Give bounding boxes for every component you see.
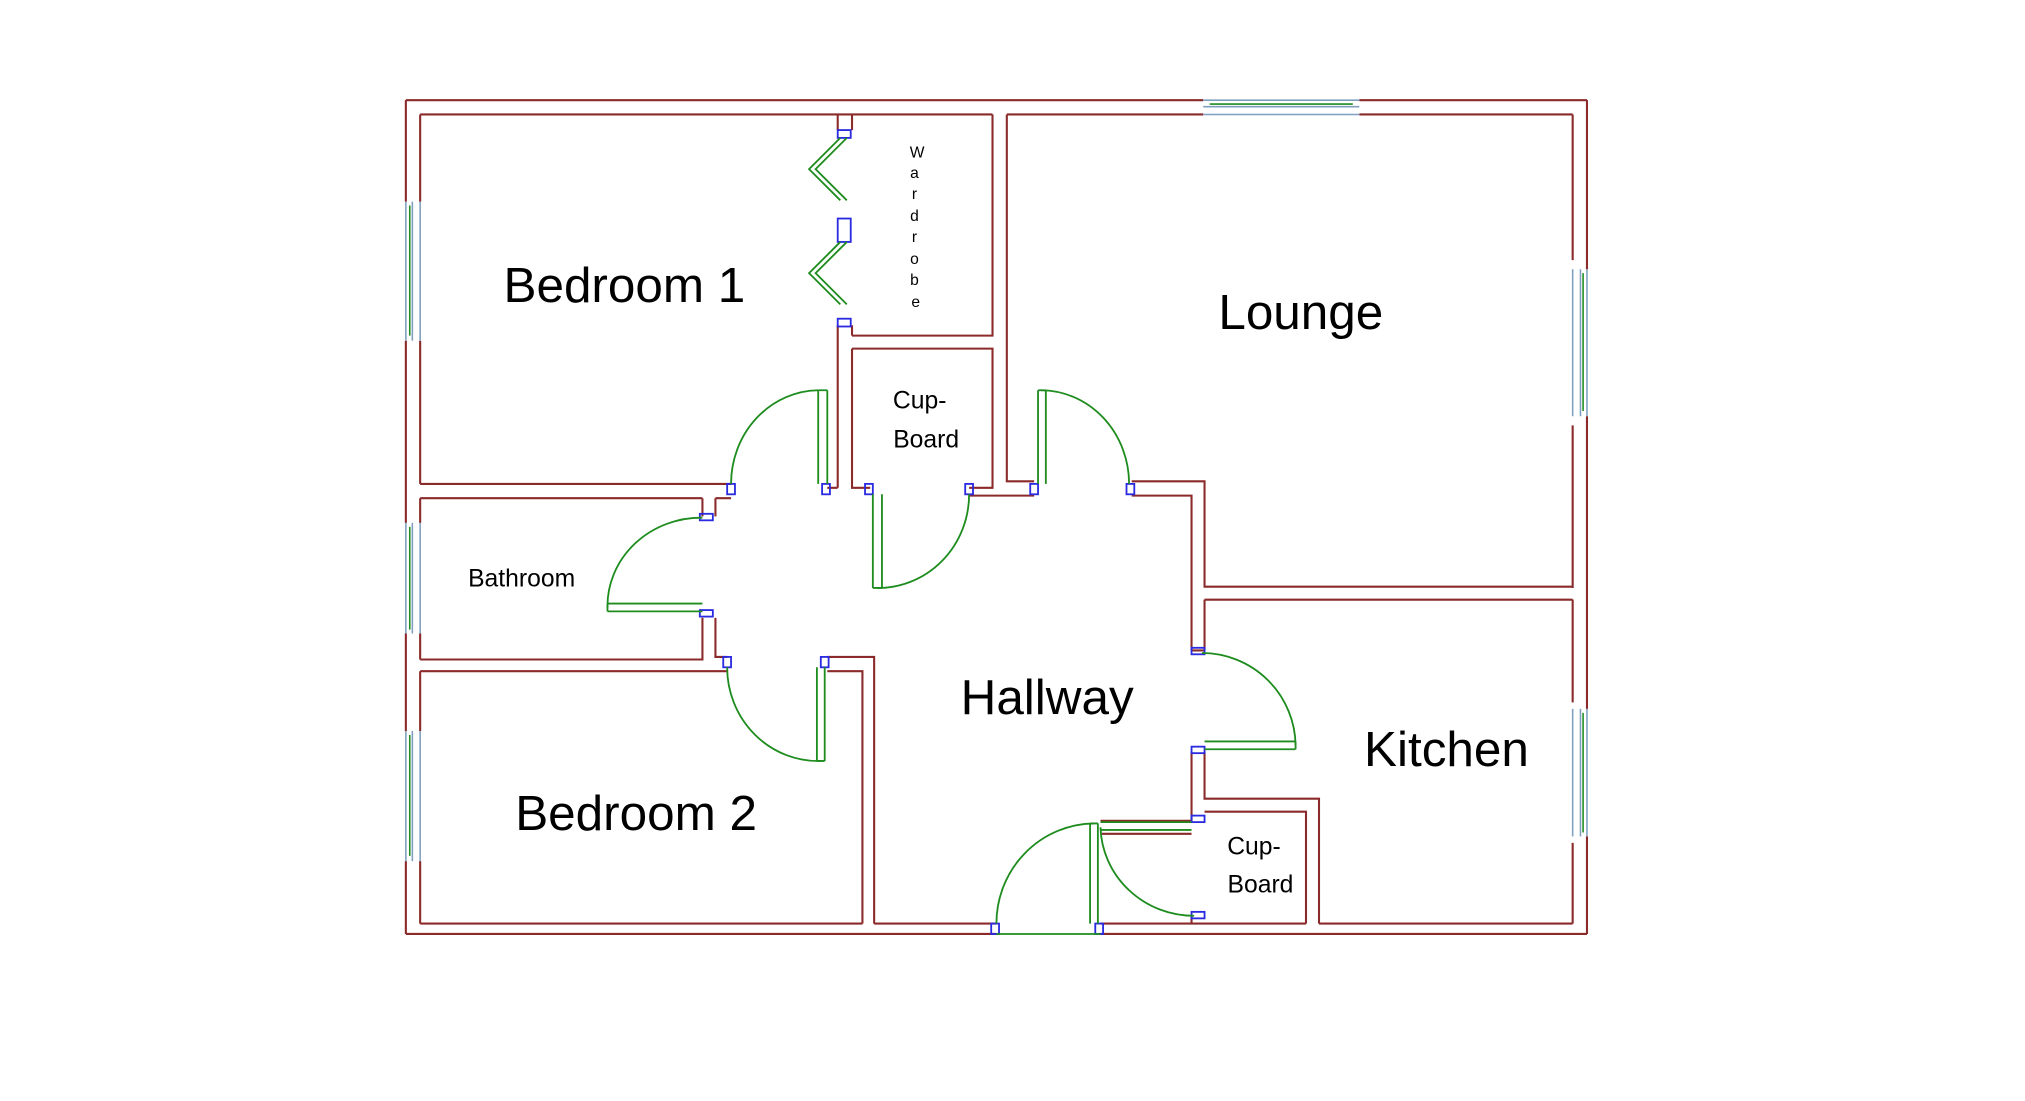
wall-lounge-kitchen bbox=[1191, 598, 1573, 652]
windows bbox=[405, 99, 1588, 862]
label-cupboard-top-line1: Cup- bbox=[893, 387, 947, 414]
door-front-swing bbox=[995, 822, 1094, 924]
wall-wardrobe-frame bbox=[852, 114, 1035, 483]
door-bedroom2-leaf bbox=[815, 667, 826, 762]
wardrobe-letter: W bbox=[910, 144, 925, 161]
label-cupboard-top-line2: Board bbox=[893, 426, 959, 453]
wall-bedroom1-bottom bbox=[420, 482, 732, 517]
label-lounge: Lounge bbox=[1218, 285, 1383, 340]
wardrobe-door-1 bbox=[807, 137, 848, 201]
label-hallway: Hallway bbox=[961, 670, 1134, 725]
door-front-leaf bbox=[1089, 822, 1099, 924]
wall-hall-top-right bbox=[969, 480, 1573, 651]
label-cupboard-bottom-line1: Cup- bbox=[1227, 834, 1281, 861]
door-kitchen-leaf bbox=[1204, 740, 1297, 751]
door-bathroom-swing bbox=[606, 516, 703, 608]
door-cupboard-top-swing bbox=[876, 494, 971, 589]
door-jambs bbox=[698, 129, 1206, 935]
window-kitchen-right bbox=[1571, 708, 1588, 837]
wardrobe-letter: b bbox=[910, 272, 919, 289]
doors bbox=[606, 137, 1297, 935]
wall-cupboard-top bbox=[827, 347, 994, 489]
door-bathroom-leaf bbox=[606, 602, 703, 613]
door-lounge-leaf bbox=[1037, 389, 1047, 484]
window-lounge-right bbox=[1571, 269, 1588, 417]
wardrobe-letter: o bbox=[910, 251, 919, 268]
room-labels: Bedroom 1 Lounge Bathroom Hallway Kitche… bbox=[468, 144, 1529, 898]
window-lounge-top bbox=[1203, 99, 1360, 116]
label-wardrobe: W a r d r o b e bbox=[910, 144, 925, 311]
wardrobe-letter: a bbox=[910, 165, 919, 182]
wardrobe-letter: e bbox=[911, 294, 920, 311]
window-bedroom1-left bbox=[405, 201, 421, 341]
label-kitchen: Kitchen bbox=[1364, 722, 1529, 777]
label-bedroom-1: Bedroom 1 bbox=[504, 258, 746, 313]
door-kitchen-swing bbox=[1201, 652, 1297, 746]
label-bathroom: Bathroom bbox=[468, 566, 575, 593]
wardrobe-letter: r bbox=[912, 229, 917, 246]
wall-bedroom1-wardrobe bbox=[836, 114, 854, 488]
window-bedroom2-left bbox=[405, 731, 421, 862]
door-lounge-swing bbox=[1040, 389, 1131, 484]
door-cupboard-top-leaf bbox=[871, 494, 883, 589]
wardrobe-letter: r bbox=[912, 186, 917, 203]
label-bedroom-2: Bedroom 2 bbox=[515, 786, 757, 841]
door-bedroom1-leaf bbox=[817, 389, 829, 484]
door-bedroom1-swing bbox=[730, 389, 819, 484]
wardrobe-door-2 bbox=[807, 241, 848, 306]
wardrobe-letter: d bbox=[910, 208, 919, 225]
wall-bedroom2-right bbox=[827, 655, 876, 924]
door-cupboard-bottom-leaf bbox=[1100, 821, 1192, 831]
window-glazing bbox=[408, 103, 1584, 856]
door-bedroom2-swing bbox=[726, 667, 821, 762]
window-bathroom-left bbox=[405, 522, 421, 634]
label-cupboard-bottom-line2: Board bbox=[1228, 871, 1294, 898]
wall-bathroom-bottom bbox=[420, 617, 728, 673]
door-cupboard-bottom-swing bbox=[1099, 827, 1195, 917]
